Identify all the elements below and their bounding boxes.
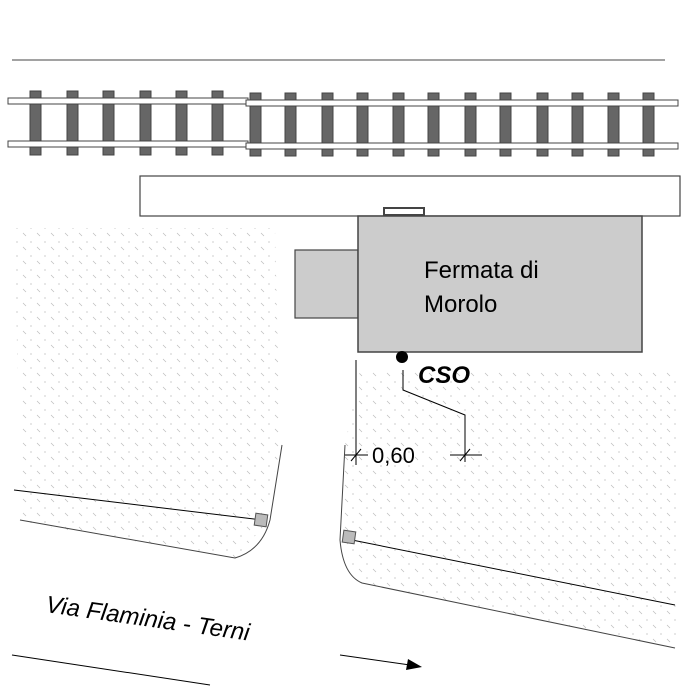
- building-name-line1: Fermata di: [424, 257, 539, 284]
- railway-tie: [284, 92, 297, 157]
- cso-point-marker: [396, 351, 408, 363]
- railway-tie: [464, 92, 477, 157]
- platform-step: [383, 207, 425, 216]
- station-building: [357, 215, 643, 353]
- direction-arrow: [339, 654, 411, 666]
- railway-tie: [29, 90, 42, 156]
- road-curb-left: [19, 444, 283, 559]
- railway-tie: [356, 92, 369, 157]
- leader-line: [402, 370, 466, 462]
- rail: [245, 99, 679, 107]
- arrow-head-icon: [406, 659, 422, 670]
- railway-tie: [607, 92, 620, 157]
- building-name-line2: Morolo: [424, 291, 497, 318]
- road-edge-line: [13, 489, 263, 521]
- railway-tie: [249, 92, 262, 157]
- road-edge-line: [11, 654, 211, 686]
- marker-square: [253, 512, 269, 528]
- railway-tie: [536, 92, 549, 157]
- hatched-area-left: [15, 228, 280, 558]
- railway-tie: [392, 92, 405, 157]
- building-annex: [294, 249, 359, 319]
- railway-tie: [102, 90, 115, 156]
- hatched-area-right: [340, 370, 680, 648]
- road-label: Via Flaminia - Terni: [44, 591, 252, 646]
- rail: [245, 142, 679, 150]
- dimension-value: 0,60: [372, 443, 415, 468]
- cso-label: CSO: [418, 362, 470, 389]
- railway-track: [7, 90, 679, 157]
- rail: [7, 140, 249, 148]
- railway-tie: [66, 90, 79, 156]
- railway-tie: [211, 90, 224, 156]
- road-edge-line: [351, 539, 676, 606]
- dimension-tick: [459, 448, 471, 462]
- railway-tie: [427, 92, 440, 157]
- railway-tie: [139, 90, 152, 156]
- marker-square: [341, 529, 357, 545]
- railway-tie: [571, 92, 584, 157]
- railway-tie: [321, 92, 334, 157]
- railway-tie: [175, 90, 188, 156]
- rail: [7, 97, 249, 105]
- railway-tie: [499, 92, 512, 157]
- road-curb-right: [339, 444, 676, 649]
- dimension-tick: [350, 448, 362, 462]
- railway-tie: [642, 92, 655, 157]
